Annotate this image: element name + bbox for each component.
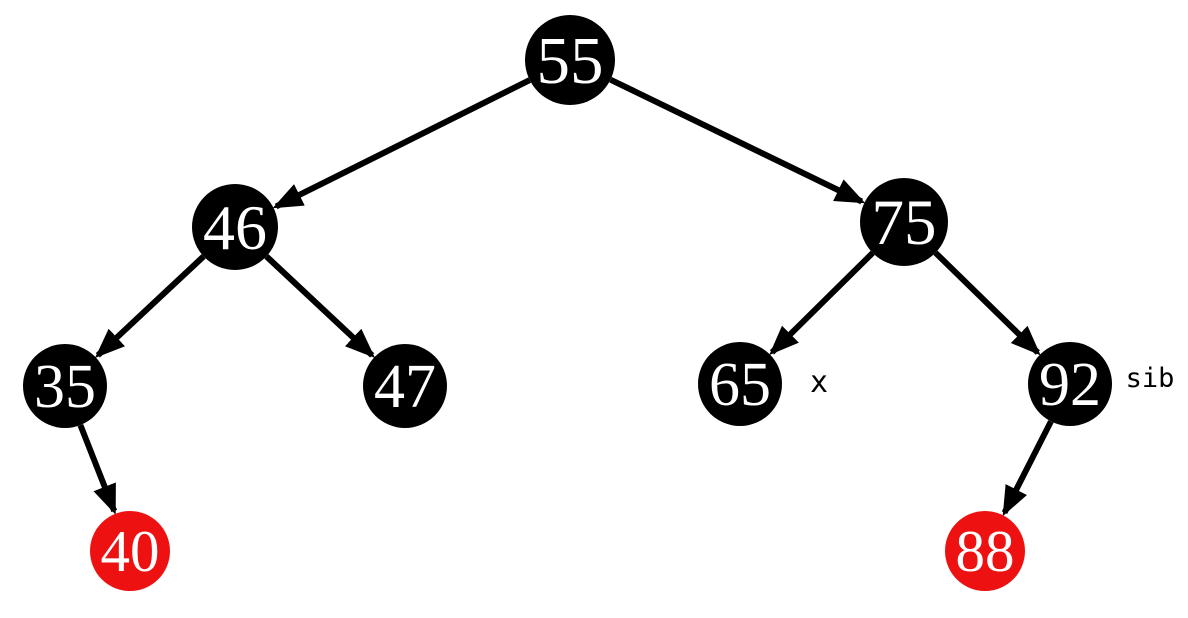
node-circle-35-black [23,344,107,428]
node-circle-46-black [192,184,278,270]
node-circle-92-black [1028,342,1112,426]
node-value-88: 88 [956,518,1015,584]
edge-92-to-88 [1001,420,1054,517]
edge-75-to-65 [769,250,875,356]
node-value-55: 55 [537,24,604,98]
node-value-65: 65 [709,351,771,419]
edge-75-to-92 [933,250,1041,356]
tree-node-75: 75 [860,178,948,266]
nodes-layer: 55 46 75 35 47 65 92 40 88 [23,15,1112,591]
node-circle-55-black [525,15,615,105]
annotation-sib: sib [1126,363,1175,394]
tree-node-88: 88 [945,511,1025,591]
node-value-92: 92 [1039,351,1101,419]
node-value-35: 35 [34,353,96,421]
node-value-47: 47 [374,353,436,421]
tree-node-35: 35 [23,344,107,428]
node-circle-88-red [945,511,1025,591]
edge-46-to-47 [264,254,376,358]
node-value-75: 75 [872,187,937,259]
annotation-x: x [810,365,828,400]
tree-node-47: 47 [363,344,447,428]
edge-35-to-40 [77,423,118,515]
tree-node-55: 55 [525,15,615,105]
edges-layer [77,76,1054,517]
tree-node-92: 92 [1028,342,1112,426]
node-circle-75-black [860,178,948,266]
node-circle-47-black [363,344,447,428]
node-value-46: 46 [203,192,267,263]
tree-node-40: 40 [90,511,170,591]
node-circle-65-black [698,342,782,426]
node-value-40: 40 [101,518,160,584]
edge-46-to-35 [94,254,206,358]
edge-55-to-46 [272,77,532,210]
node-circle-40-red [90,511,170,591]
tree-node-65: 65 [698,342,782,426]
tree-node-46: 46 [192,184,278,270]
annotations-layer: x sib [810,363,1174,400]
edge-55-to-75 [609,76,866,205]
